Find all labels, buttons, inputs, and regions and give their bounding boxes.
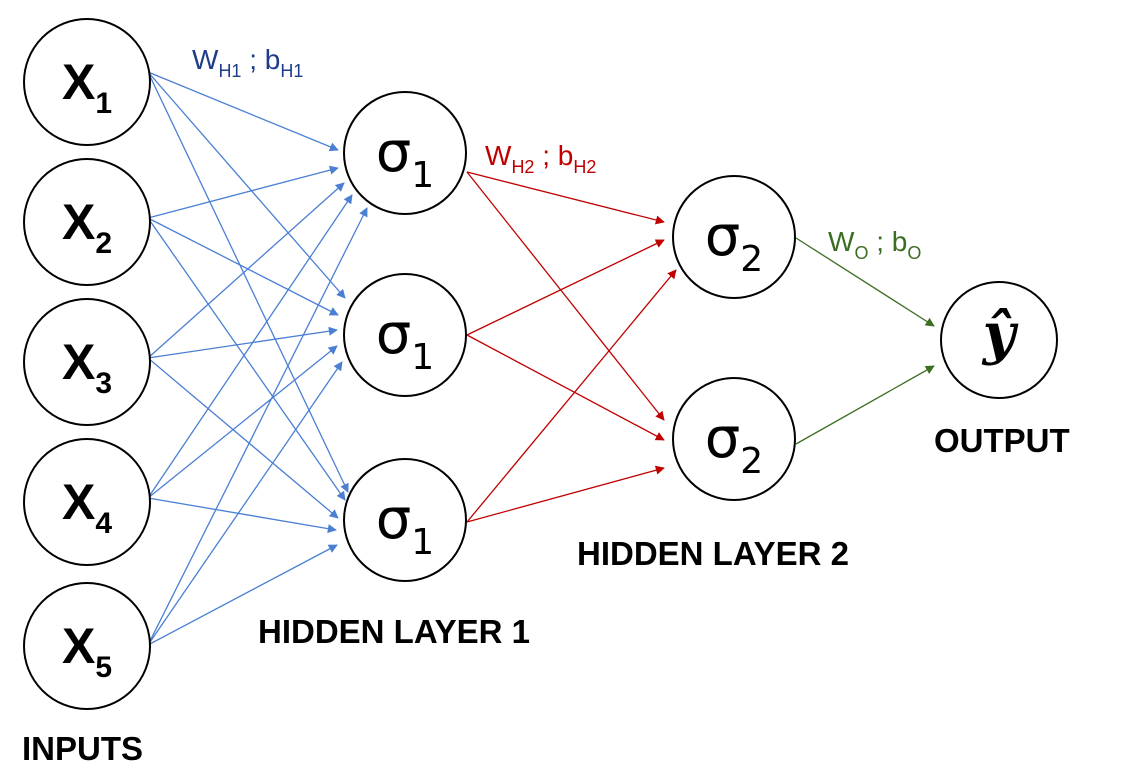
sigma-subscript: 1 — [411, 155, 435, 196]
connection-arrow — [466, 269, 677, 523]
input-node-x2: X2 — [23, 158, 151, 286]
input-node-label: X — [61, 334, 96, 390]
input-node-label: X — [61, 474, 96, 530]
hidden1-node-2: σ1 — [343, 273, 467, 397]
input-to-hidden1-connections — [147, 71, 368, 646]
hidden1-node-1: σ1 — [343, 91, 467, 215]
input-node-subscript: 1 — [95, 87, 113, 120]
input-node-label: X — [61, 194, 96, 250]
input-node-x4: X4 — [23, 438, 151, 566]
hidden1-to-hidden2-connections — [466, 171, 677, 523]
sigma-subscript: 2 — [740, 239, 764, 280]
connection-arrow — [147, 71, 339, 152]
connection-arrow — [466, 171, 665, 421]
hidden-layer-2-caption: HIDDEN LAYER 2 — [577, 535, 850, 572]
connection-arrow — [147, 194, 353, 499]
output-node: ŷ — [940, 281, 1058, 399]
sigma-subscript: 2 — [740, 441, 764, 482]
connection-arrow — [147, 345, 338, 499]
hidden1-weight-label: WH1 ; bH1 — [192, 44, 304, 81]
output-caption: OUTPUT — [934, 422, 1070, 459]
input-node-subscript: 4 — [95, 507, 113, 540]
input-node-x5: X5 — [23, 582, 151, 710]
hidden2-to-output-connections — [795, 237, 935, 445]
connection-arrow — [147, 326, 338, 359]
connection-arrow — [147, 182, 345, 359]
y-hat-symbol: ŷ — [982, 301, 1016, 367]
hidden2-node-2: σ2 — [672, 377, 796, 501]
connection-arrow — [795, 365, 935, 445]
hidden1-node-3: σ1 — [343, 458, 467, 582]
connection-arrow — [147, 71, 346, 299]
input-node-label: X — [61, 618, 96, 674]
sigma-symbol: σ — [375, 302, 412, 367]
sigma-subscript: 1 — [411, 522, 435, 563]
connection-arrow — [147, 497, 337, 534]
hidden2-node-1: σ2 — [672, 175, 796, 299]
input-node-subscript: 3 — [95, 367, 113, 400]
sigma-subscript: 1 — [411, 337, 435, 378]
sigma-symbol: σ — [704, 204, 741, 269]
connection-arrow — [147, 165, 339, 219]
inputs-caption: INPUTS — [22, 730, 144, 767]
sigma-symbol: σ — [375, 120, 412, 185]
connection-arrow — [466, 465, 665, 523]
sigma-symbol: σ — [704, 406, 741, 471]
connection-arrow — [466, 239, 665, 336]
connection-arrow — [147, 217, 339, 316]
input-node-subscript: 2 — [95, 227, 113, 260]
connection-arrow — [466, 171, 665, 225]
hidden-layer-1-caption: HIDDEN LAYER 1 — [258, 613, 531, 650]
connection-arrow — [147, 71, 349, 493]
hidden2-weight-label: WH2 ; bH2 — [485, 140, 597, 177]
input-node-subscript: 5 — [95, 651, 113, 684]
connection-arrow — [795, 237, 935, 327]
input-node-x1: X1 — [23, 18, 151, 146]
connection-arrow — [147, 357, 339, 519]
input-node-label: X — [61, 54, 96, 110]
connection-arrow — [466, 334, 665, 441]
input-node-x3: X3 — [23, 298, 151, 426]
sigma-symbol: σ — [375, 487, 412, 552]
connection-arrow — [147, 544, 338, 646]
connection-arrow — [147, 361, 343, 646]
output-weight-label: WO ; bO — [828, 226, 922, 263]
connection-arrow — [147, 207, 368, 646]
connection-arrow — [147, 217, 346, 501]
